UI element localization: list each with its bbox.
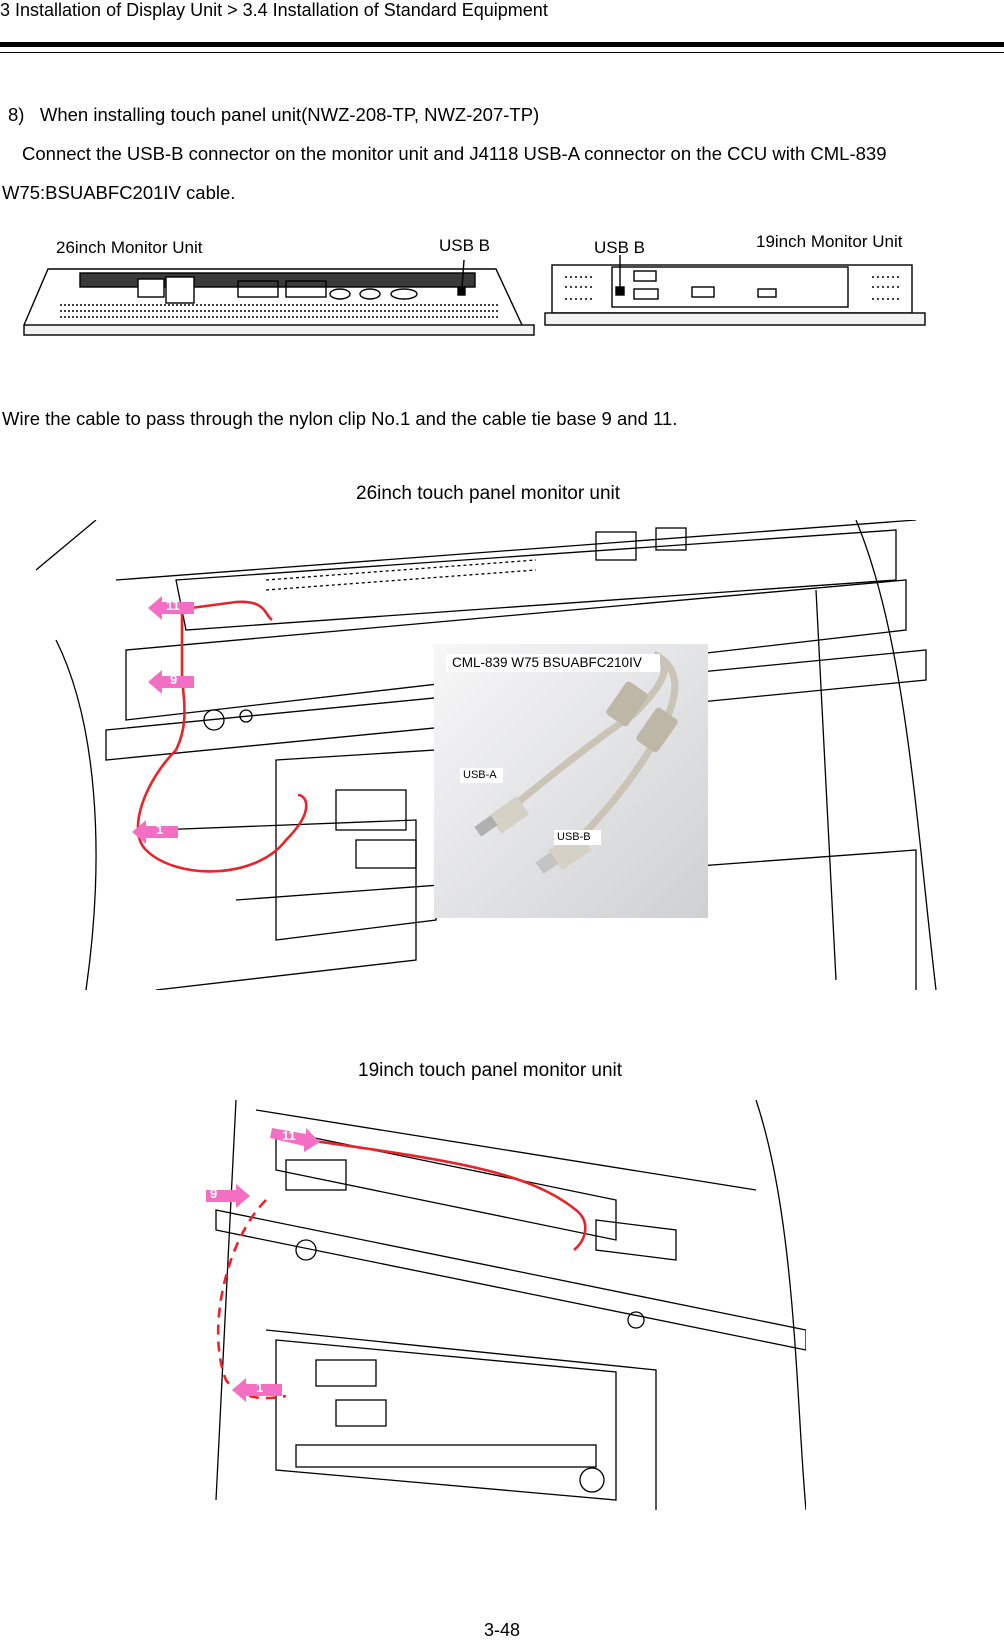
header-rule-thick bbox=[0, 42, 1004, 47]
marker-9-label-19: 9 bbox=[210, 1186, 218, 1201]
marker-1-icon-19 bbox=[232, 1378, 282, 1402]
marker-9-label: 9 bbox=[170, 672, 178, 687]
usb-b-label-left: USB B bbox=[439, 236, 491, 255]
step-instruction-line1: Connect the USB-B connector on the monit… bbox=[22, 143, 887, 164]
monitor26-label: 26inch Monitor Unit bbox=[56, 238, 203, 257]
figure26-cable-route bbox=[136, 600, 308, 873]
monitor19-rear-panel bbox=[544, 255, 926, 326]
marker-9-icon-19 bbox=[206, 1184, 250, 1208]
marker-1-icon bbox=[132, 820, 178, 844]
marker-11-label-19: 11 bbox=[282, 1128, 296, 1143]
monitor19-label: 19inch Monitor Unit bbox=[756, 232, 903, 251]
marker-11-icon bbox=[148, 596, 194, 620]
page-number: 3-48 bbox=[483, 1620, 521, 1640]
figure19-cable-route bbox=[216, 1138, 587, 1400]
marker-11-icon-19 bbox=[270, 1128, 320, 1152]
step-instruction-line2: W75:BSUABFC201IV cable. bbox=[2, 182, 236, 203]
figure26-caption: 26inch touch panel monitor unit bbox=[356, 483, 621, 504]
monitor26-rear-panel bbox=[23, 259, 535, 336]
usb-b-label: USB-B bbox=[554, 830, 601, 845]
rear-panels-drawing bbox=[23, 255, 926, 336]
marker-1-label-19: 1 bbox=[256, 1380, 264, 1395]
header-rule-thin bbox=[0, 52, 1004, 53]
wiring-note: Wire the cable to pass through the nylon… bbox=[2, 408, 678, 429]
figure26-illustration: 11 9 1 CML-839 W75 BSUABFC210IV USB-A US… bbox=[35, 519, 956, 991]
cable-model-label: CML-839 W75 BSUABFC210IV bbox=[446, 654, 660, 672]
usb-cable-picture bbox=[474, 650, 679, 874]
figure19-caption: 19inch touch panel monitor unit bbox=[358, 1060, 623, 1081]
marker-9-icon bbox=[148, 670, 194, 694]
usb-b-label-right: USB B bbox=[594, 238, 646, 257]
step-heading: 8) When installing touch panel unit(NWZ-… bbox=[8, 104, 540, 125]
page-breadcrumb: 3 Installation of Display Unit > 3.4 Ins… bbox=[0, 0, 548, 20]
usb-a-label: USB-A bbox=[460, 768, 503, 783]
cable-photo-inset: CML-839 W75 BSUABFC210IV USB-A USB-B bbox=[434, 644, 708, 918]
marker-11-label: 11 bbox=[166, 598, 180, 613]
marker-1-label: 1 bbox=[156, 822, 164, 837]
figure19-illustration: 11 9 1 bbox=[196, 1099, 807, 1511]
